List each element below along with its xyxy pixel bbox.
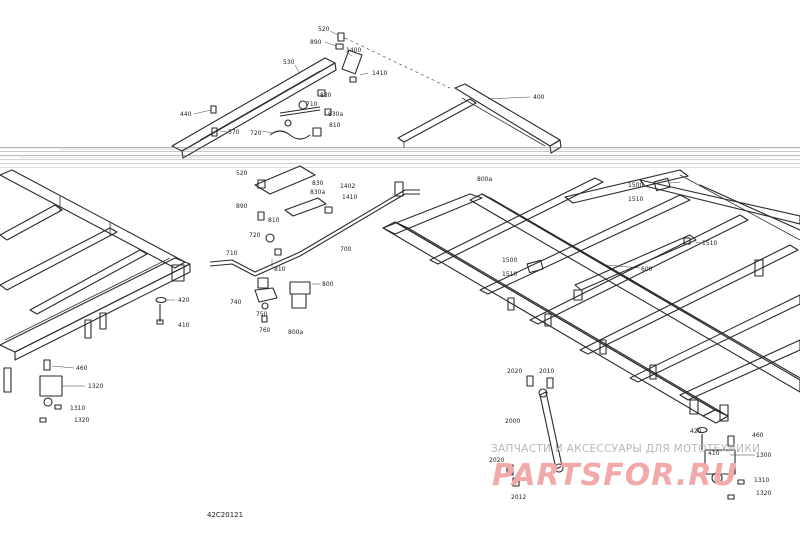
- part-labels: 520 890 1400 1410 530 830 710 830a 810 4…: [70, 26, 771, 501]
- leader-lines: [51, 30, 755, 456]
- part-label: 750: [256, 311, 268, 318]
- part-label: 520: [318, 26, 330, 33]
- part-label: 710: [226, 250, 238, 257]
- right-frame-assembly: [382, 169, 800, 500]
- part-label: 1400: [346, 47, 361, 54]
- part-label: 830a: [328, 111, 343, 118]
- watermark-subtitle: ЗАПЧАСТИ И АКСЕССУАРЫ ДЛЯ МОТОТЕХНИКИ: [491, 443, 760, 455]
- part-label: 1310: [70, 405, 85, 412]
- part-label: 460: [76, 365, 88, 372]
- part-label: 1320: [756, 490, 771, 497]
- part-label: 800a: [477, 176, 492, 183]
- part-label: 2012: [511, 494, 526, 501]
- part-label: 2010: [539, 368, 554, 375]
- part-label: 710: [306, 101, 318, 108]
- part-label: 1510: [502, 271, 517, 278]
- part-label: 1510: [628, 196, 643, 203]
- part-label: 810: [274, 266, 286, 273]
- watermark: ЗАПЧАСТИ И АКСЕССУАРЫ ДЛЯ МОТОТЕХНИКИ PA…: [491, 443, 760, 493]
- watermark-brand: PARTSFOR.RU: [492, 458, 738, 493]
- scan-noise-band: [0, 147, 800, 168]
- part-label: 570: [228, 129, 240, 136]
- part-label: 420: [690, 428, 702, 435]
- part-label: 2020: [507, 368, 522, 375]
- part-label: 530: [283, 59, 295, 66]
- part-label: 440: [180, 111, 192, 118]
- part-label: 830a: [310, 189, 325, 196]
- part-label: 720: [250, 130, 262, 137]
- part-label: 720: [249, 232, 261, 239]
- part-label: 1410: [342, 194, 357, 201]
- part-label: 2020: [489, 457, 504, 464]
- left-frame-assembly: [0, 169, 191, 423]
- part-label: 800: [322, 281, 334, 288]
- part-label: 700: [340, 246, 352, 253]
- part-label: 1510: [702, 240, 717, 247]
- part-label: 1310: [754, 477, 769, 484]
- part-label: 760: [259, 327, 271, 334]
- part-label: 800a: [288, 329, 303, 336]
- part-label: 2000: [505, 418, 520, 425]
- diagram-code: 42C20121: [207, 511, 243, 519]
- part-label: 420: [178, 297, 190, 304]
- part-label: 410: [178, 322, 190, 329]
- part-label: 1320: [88, 383, 103, 390]
- part-label: 1320: [74, 417, 89, 424]
- part-label: 890: [236, 203, 248, 210]
- part-label: 1402: [340, 183, 355, 190]
- part-label: 810: [268, 217, 280, 224]
- part-label: 600: [641, 266, 653, 273]
- part-label: 810: [329, 122, 341, 129]
- part-label: 830: [312, 180, 324, 187]
- center-linkage-assembly: [209, 165, 420, 323]
- part-label: 460: [752, 432, 764, 439]
- part-label: 830: [320, 92, 332, 99]
- part-label: 1500: [502, 257, 517, 264]
- upper-rail-assembly: [171, 32, 562, 159]
- part-label: 400: [533, 94, 545, 101]
- part-label: 1300: [756, 452, 771, 459]
- part-label: 1410: [372, 70, 387, 77]
- part-label: 410: [708, 450, 720, 457]
- part-label: 890: [310, 39, 322, 46]
- part-label: 740: [230, 299, 242, 306]
- part-label: 520: [236, 170, 248, 177]
- part-label: 1500: [628, 182, 643, 189]
